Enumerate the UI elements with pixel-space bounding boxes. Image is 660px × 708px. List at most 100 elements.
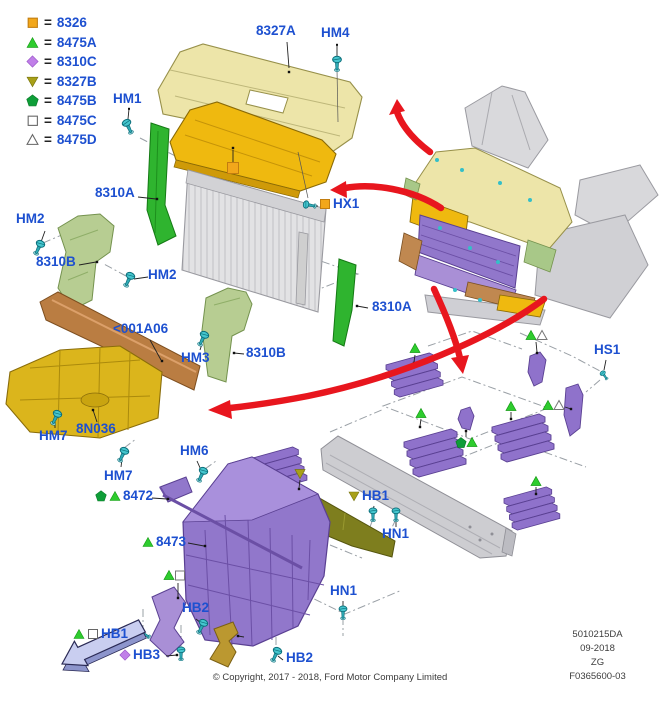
legend-item: = 8326 [26,13,97,33]
orange-square-icon [320,198,330,209]
callout-text[interactable]: 8310A [95,185,135,200]
callout-hm1[interactable]: HM1 [113,92,142,106]
callout-text[interactable]: 8N036 [76,421,116,436]
legend-code[interactable]: 8475D [56,132,97,148]
green-triangle-icon [466,436,478,447]
side-air-deflector-8310a-right [332,258,357,347]
white-square-icon [88,628,98,639]
purple-diamond-icon [26,55,39,68]
green-pentagon-icon [95,490,107,502]
callout-8310b-left[interactable]: 8310B [36,255,76,269]
red-arrows [226,108,548,412]
doc-date: 09-2018 [580,643,615,654]
legend-code[interactable]: 8326 [56,15,87,31]
green-triangle-icon [409,342,421,353]
callout-hm3[interactable]: HM3 [181,351,210,365]
legend-item: = 8310C [26,52,97,72]
orange-square-icon [227,162,239,174]
bumper-reinforcement-beam [320,435,517,559]
grille-shutter-assembly-8473 [159,446,331,647]
callout-hn1-right[interactable]: HN1 [330,584,357,598]
green-triangle-icon [109,490,121,501]
legend-item: = 8475D [26,130,97,150]
callout-text[interactable]: HB2 [286,650,314,665]
callout-hb2-left[interactable]: HB2 [182,601,209,615]
figure-number: F0365600-03 [569,671,626,682]
legend-code[interactable]: 8475B [56,93,97,109]
radiator [181,169,327,313]
callout-text[interactable]: 8327A [256,23,296,38]
callout-8472[interactable]: 8472 [95,489,153,503]
green-triangle-icon [73,628,85,639]
callout-hs1[interactable]: HS1 [594,343,620,357]
callout-text[interactable]: HM2 [148,267,177,282]
callout-text[interactable]: 8473 [156,534,187,549]
callout-text[interactable]: 8310B [36,254,76,269]
callout-text[interactable]: HM1 [113,91,142,106]
callout-hb1-bottom[interactable]: HB1 [73,627,128,641]
callout-hb2-right[interactable]: HB2 [286,651,313,665]
legend-code[interactable]: 8475A [56,34,97,50]
legend-code[interactable]: 8475C [56,112,97,128]
callout-hm6[interactable]: HM6 [180,444,209,458]
callout-hn1-mid[interactable]: HN1 [382,527,409,541]
fastener-hb2-right [267,645,284,665]
copyright-notice: © Copyright, 2017 - 2018, Ford Motor Com… [212,672,448,683]
callout-text[interactable]: HM7 [39,428,68,443]
fastener-hm4 [332,55,342,73]
callout-8473[interactable]: 8473 [142,535,186,549]
floating-markers [163,162,565,581]
callout-text[interactable]: HM7 [104,468,133,483]
callout-hb1-mid[interactable]: HB1 [348,489,389,503]
purple-diamond-icon [119,649,131,661]
deflector-bracket-8310b-mid [201,287,253,383]
legend-code[interactable]: 8310C [56,54,97,70]
callout-text[interactable]: HX1 [333,196,360,211]
callout-hm7-left[interactable]: HM7 [39,429,68,443]
callout-8327a[interactable]: 8327A [256,24,296,38]
green-pentagon-icon [455,437,467,448]
green-triangle-icon [542,399,554,410]
callout-hm2-mid[interactable]: HM2 [148,268,177,282]
green-triangle-icon [530,475,542,486]
callout-text[interactable]: 8310A [372,299,412,314]
callout-hb3[interactable]: HB3 [119,648,160,662]
callout-text[interactable]: HB3 [133,647,161,662]
green-triangle-icon [505,400,517,411]
callout-text[interactable]: HB2 [182,600,210,615]
callout-8n036[interactable]: 8N036 [76,422,116,436]
callout-text[interactable]: 8310B [246,345,286,360]
callout-hm7-mid[interactable]: HM7 [104,469,133,483]
callout-8310a-right[interactable]: 8310A [372,300,412,314]
callout-text[interactable]: HM6 [180,443,209,458]
callout-hm2-left[interactable]: HM2 [16,212,45,226]
legend-item: = 8327B [26,72,97,92]
callout-hm4[interactable]: HM4 [321,26,350,40]
upper-air-deflector-8326 [169,101,337,199]
callout-8310a-left[interactable]: 8310A [95,186,135,200]
leader-dots [91,43,573,657]
shutter-vane-set [385,351,584,531]
callout-text[interactable]: HB1 [101,626,129,641]
green-triangle-icon [163,569,175,580]
legend-code[interactable]: 8327B [56,73,97,89]
white-triangle-icon [26,133,39,146]
callout-text[interactable]: HS1 [594,342,621,357]
side-air-deflector-8310a-left [146,122,177,246]
legend-item: = 8475A [26,33,97,53]
callout-hx1[interactable]: HX1 [319,197,359,211]
callout-text[interactable]: HB1 [362,488,390,503]
callout-text[interactable]: HM3 [181,350,210,365]
callout-text[interactable]: <001A06 [113,321,169,336]
callout-text[interactable]: HN1 [330,583,358,598]
callout-text[interactable]: 8472 [123,488,154,503]
white-square-icon [175,570,185,581]
fastener-hm6 [193,465,210,485]
callout-8310b-mid[interactable]: 8310B [246,346,286,360]
callout-text[interactable]: HM2 [16,211,45,226]
olive-triangle-down-icon [294,469,306,480]
callout-text[interactable]: HM4 [321,25,350,40]
callout-001a06[interactable]: <001A06 [113,322,168,336]
callout-text[interactable]: HN1 [382,526,410,541]
